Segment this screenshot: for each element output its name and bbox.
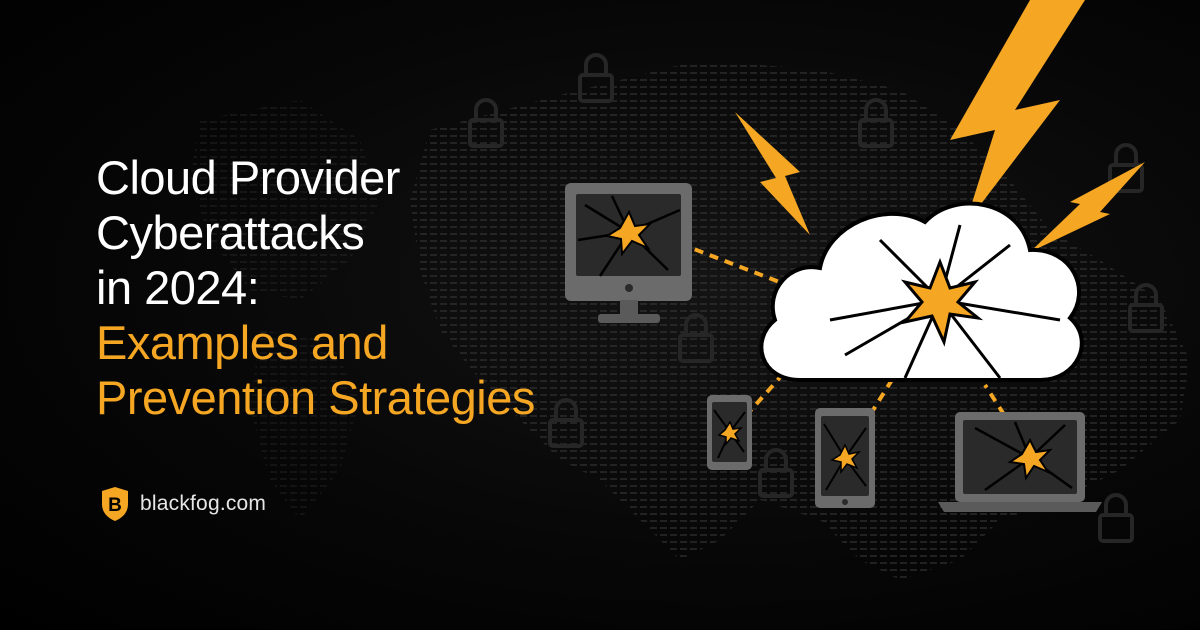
headline-line-5: Prevention Strategies xyxy=(96,371,535,424)
page-title: Cloud Provider Cyberattacks in 2024: Exa… xyxy=(96,150,535,425)
blackfog-shield-logo-icon: B xyxy=(102,487,128,521)
headline-line-4: Examples and xyxy=(96,316,388,369)
headline-line-2: Cyberattacks xyxy=(96,206,365,259)
headline-line-3: in 2024: xyxy=(96,261,260,314)
headline-line-1: Cloud Provider xyxy=(96,151,400,204)
brand: B blackfog.com xyxy=(100,486,266,522)
brand-url: blackfog.com xyxy=(140,492,267,515)
cracked-monitor-icon xyxy=(565,183,692,323)
cracked-laptop-icon xyxy=(938,412,1102,512)
padlock-icon xyxy=(468,53,1164,543)
cracked-phone-icon xyxy=(707,395,752,470)
cracked-tablet-icon xyxy=(815,408,875,508)
cracked-cloud-icon xyxy=(759,201,1084,382)
logo-letter: B xyxy=(108,495,122,516)
lightning-bolt-icon xyxy=(735,0,1145,252)
